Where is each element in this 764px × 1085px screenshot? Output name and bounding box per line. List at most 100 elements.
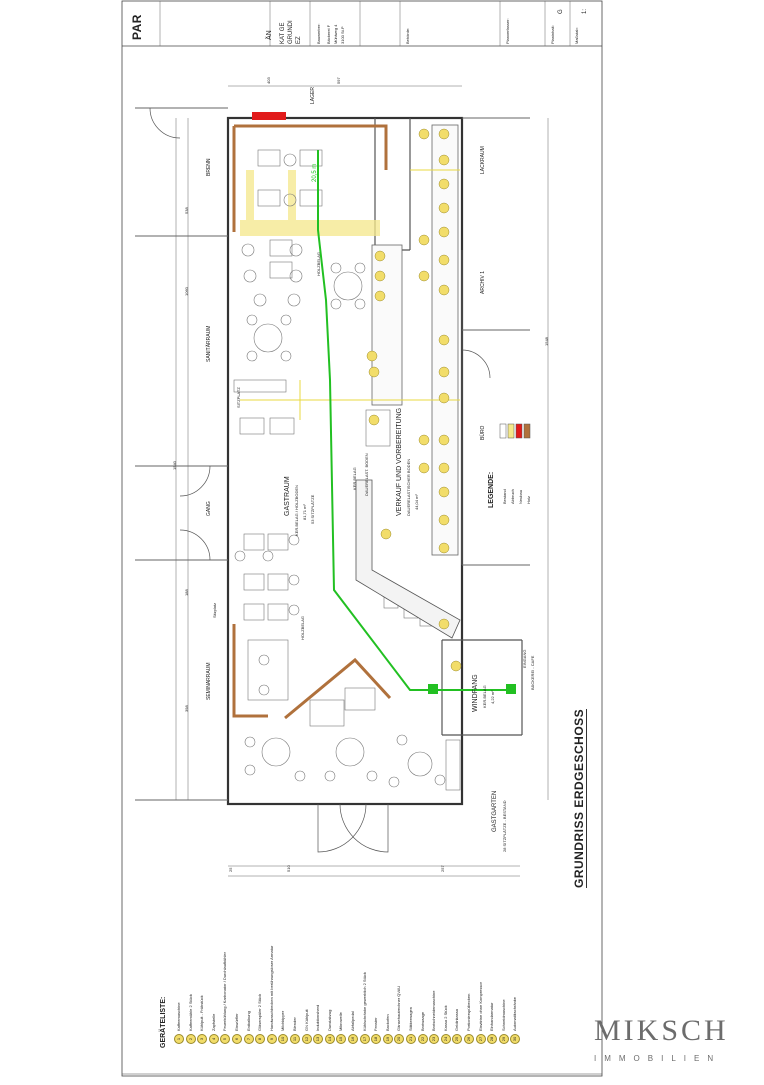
massstab-value: 1: xyxy=(582,8,588,14)
geraeteliste-number: 11 xyxy=(290,1034,300,1044)
chair xyxy=(241,243,255,257)
geraeteliste-item: 17 Kühlschränke gewerblich 2 Stück xyxy=(359,972,370,1044)
seminarraum-label: SEMINARRAUM xyxy=(206,662,212,700)
geraeteliste-number: 24 xyxy=(440,1034,451,1044)
wood-wall-panels xyxy=(232,124,392,720)
planinhalt-label: Planinhalt: xyxy=(550,25,555,44)
chair xyxy=(288,534,300,546)
title-block-change: ÄN xyxy=(266,30,273,40)
equipment-marker xyxy=(438,434,450,446)
plan-title: GRUNDRISS ERDGESCHOSS xyxy=(572,708,587,888)
legend-item-label: Neubau xyxy=(518,489,523,504)
gastraum-area: 81,71 m² xyxy=(302,504,307,520)
geraeteliste-number: 18 xyxy=(371,1034,382,1044)
geraeteliste-item: 24Kassa 2 Stück xyxy=(440,1005,451,1044)
geraeteliste-item: 19Backofen xyxy=(382,1014,393,1044)
chair xyxy=(324,770,336,782)
geraeteliste-item: 30Automatikschränke xyxy=(510,997,521,1044)
geraeteliste-text: Dunstabzug xyxy=(326,1009,332,1031)
chair xyxy=(388,776,400,788)
sitzplatz-note-1: Sitzplatz xyxy=(212,602,217,618)
geraeteliste-item: 23Brotschneidemaschine xyxy=(429,990,440,1044)
geraeteliste-text: Brotschneidemaschine xyxy=(431,990,437,1031)
table xyxy=(267,573,289,591)
geraeteliste-text: Induktionsherd xyxy=(315,1004,321,1031)
chair xyxy=(258,684,270,696)
demolition-overlays xyxy=(240,170,380,236)
geraeteliste-number: 14 xyxy=(324,1034,335,1044)
eingang-line-1: EINGANG xyxy=(522,649,527,668)
geraeteliste-number: 1 xyxy=(174,1034,184,1044)
dimension-text: 25 xyxy=(228,867,233,872)
chair xyxy=(280,314,292,326)
logo-subtitle: IMMOBILIEN xyxy=(594,1054,722,1063)
equipment-marker xyxy=(438,254,450,266)
geraeteliste-text: Entkalkung xyxy=(245,1011,251,1031)
table xyxy=(269,261,293,279)
geraeteliste-number: 6 xyxy=(232,1034,242,1044)
dauerelast-label: DAUERELAST. BODEN xyxy=(364,453,369,496)
geraeteliste-text: Kaffeemühle 2 Stück xyxy=(187,994,193,1031)
dimension-text: 1548 xyxy=(544,337,549,346)
escape-sign-1 xyxy=(428,684,438,694)
chair xyxy=(288,604,300,616)
geraeteliste-text: Einhandarmatur xyxy=(489,1002,495,1031)
geraeteliste-item: 16Abfallpedal xyxy=(348,1011,358,1044)
bench xyxy=(445,739,461,791)
planinhalt-value: G xyxy=(558,9,564,14)
table xyxy=(243,573,265,591)
sales-counter xyxy=(355,479,461,639)
equipment-marker xyxy=(374,270,386,282)
table xyxy=(299,149,323,167)
round-table xyxy=(335,737,365,767)
geraeteliste-number: 5 xyxy=(220,1034,231,1044)
geraeteliste-item: 27Eisvitrine ohne Kompressor xyxy=(475,982,486,1044)
chair xyxy=(283,193,297,207)
geraeteliste-number: 28 xyxy=(487,1034,498,1044)
archiv-label: ARCHIV 1 xyxy=(480,270,486,294)
geraeteliste-item: 26Portionierspülbecken xyxy=(464,994,474,1044)
equipment-marker xyxy=(438,486,450,498)
geraeteliste-number: 25 xyxy=(452,1034,463,1044)
legend-swatch xyxy=(507,423,515,439)
title-block-cells xyxy=(159,1,571,46)
doors xyxy=(149,107,491,853)
service-lines xyxy=(240,169,460,420)
geraeteliste-number: 17 xyxy=(359,1034,370,1044)
geraeteliste-number: 22 xyxy=(417,1034,428,1044)
table xyxy=(243,603,265,621)
geraeteliste-item: 20Gänsehautrechner QVAU xyxy=(394,985,405,1044)
chair xyxy=(288,574,300,586)
equipment-marker xyxy=(438,284,450,296)
geraeteliste-item: 12GN Kühlpult xyxy=(301,1009,312,1044)
dimension-lines xyxy=(175,85,549,877)
round-table xyxy=(407,751,433,777)
geraeteliste-number: 13 xyxy=(313,1034,324,1044)
chair xyxy=(283,153,297,167)
geraeteliste-number: 2 xyxy=(185,1034,196,1044)
geraeteliste-text: Kühlschränke gewerblich 2 Stück xyxy=(361,972,367,1031)
geraeteliste-item: 1Kaffeemaschine xyxy=(174,1002,184,1044)
geraeteliste-item: 14 Dunstabzug xyxy=(324,1009,335,1044)
equipment-marker xyxy=(374,250,386,262)
geraeteliste-number: 29 xyxy=(498,1034,509,1044)
geraeteliste-item: 21Stikkerwagen xyxy=(406,1007,416,1044)
legend-swatches xyxy=(499,423,531,439)
table xyxy=(267,603,289,621)
chair xyxy=(330,262,342,274)
furniture xyxy=(233,149,461,791)
chair xyxy=(366,770,378,782)
equipment-marker xyxy=(438,542,450,554)
equipment-marker xyxy=(438,202,450,214)
escape-sign-2 xyxy=(506,684,516,694)
geraeteliste-number: 3 xyxy=(197,1034,208,1044)
geraeteliste-item: 22Brotwaage xyxy=(417,1012,428,1044)
chair xyxy=(246,350,258,362)
gastgarten-name: GASTGARTEN xyxy=(492,790,498,832)
geraeteliste-item: 13 Induktionsherd xyxy=(313,1004,324,1044)
table xyxy=(267,533,289,551)
geraeteliste-text: Gänsehautrechner QVAU xyxy=(396,985,402,1031)
gastraum-name: GASTRAUM xyxy=(284,476,291,516)
chair xyxy=(287,293,301,307)
booth-table xyxy=(247,639,289,701)
